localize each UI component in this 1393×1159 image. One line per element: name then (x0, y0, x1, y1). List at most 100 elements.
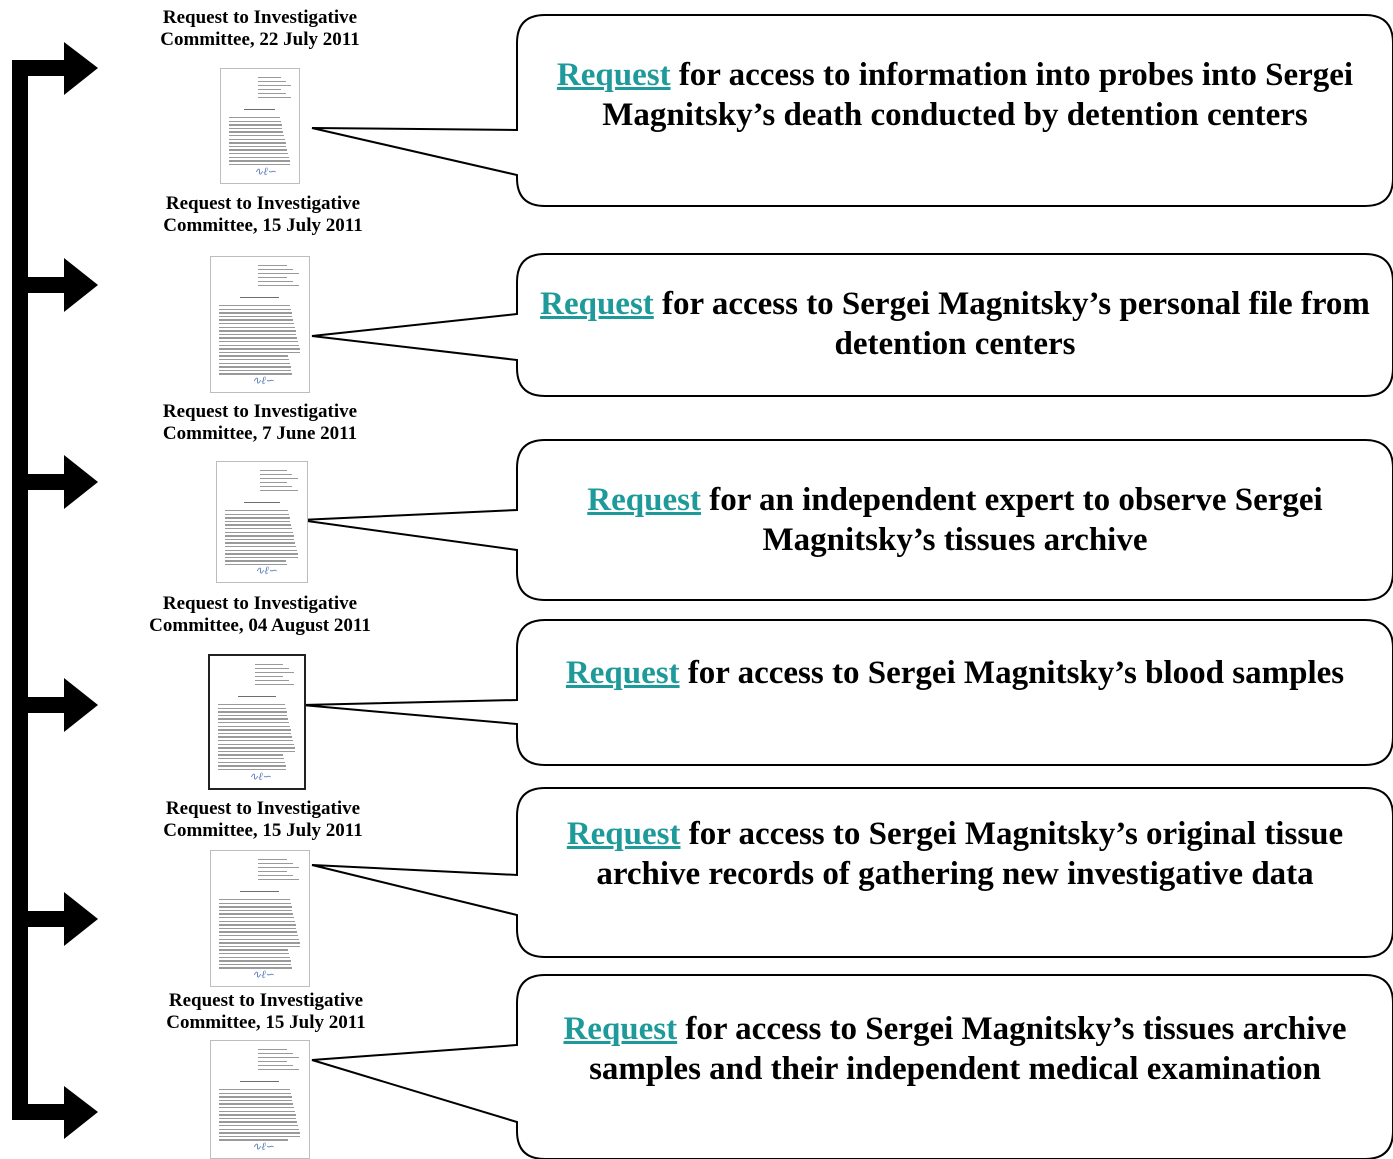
document-text-line (219, 963, 292, 966)
document-text-line (219, 899, 290, 901)
document-text-line (225, 520, 291, 523)
document-text-line (258, 281, 293, 283)
document-text-line (218, 729, 291, 731)
document-text-line (225, 510, 288, 512)
document-text-line (219, 906, 292, 908)
document-text-line (218, 765, 286, 767)
request-label-line2: Committee, 04 August 2011 (149, 615, 371, 636)
document-text-line (218, 740, 293, 742)
document-text-line (258, 285, 299, 287)
document-text-line (258, 273, 299, 275)
document-text-line (219, 1099, 293, 1102)
document-text-line (258, 77, 281, 79)
document-thumbnail[interactable]: ∿ℓ∽ (210, 1040, 310, 1159)
document-text-line (219, 366, 291, 368)
request-label: Request to Investigative Committee, 15 J… (113, 193, 413, 237)
request-label-line2: Committee, 15 July 2011 (163, 820, 363, 841)
document-text-line (258, 1057, 299, 1059)
document-text-line (258, 265, 287, 267)
request-link[interactable]: Request (566, 816, 681, 852)
arrow-3 (12, 455, 98, 509)
document-text-line (218, 711, 287, 713)
document-text-line (229, 124, 282, 126)
document-text-line (219, 1139, 289, 1141)
document-text-line (258, 871, 287, 873)
document-text-line (219, 920, 295, 922)
document-text-line (219, 323, 294, 325)
document-text-line (219, 935, 298, 937)
document-text-line (219, 1107, 294, 1109)
document-text-line (219, 351, 301, 354)
document-text-line (260, 478, 298, 480)
request-link[interactable]: Request (556, 57, 671, 93)
document-text-line (225, 564, 287, 566)
request-label-line1: Request to Investigative (162, 401, 358, 422)
document-text-line (258, 1049, 287, 1051)
document-text-line (219, 1128, 299, 1130)
document-text-line (229, 145, 287, 148)
document-text-line (258, 1065, 293, 1067)
document-text-line (225, 528, 292, 530)
document-text-line (229, 163, 291, 166)
document-text-line (219, 945, 301, 948)
document-thumbnail[interactable]: ∿ℓ∽ (220, 68, 300, 184)
request-link[interactable]: Request (540, 286, 654, 322)
request-label-line2: Committee, 15 July 2011 (163, 215, 363, 236)
document-text-line (219, 341, 298, 343)
document-text-line (225, 538, 295, 541)
request-label-line1: Request to Investigative (165, 193, 361, 214)
callout-4 (301, 619, 1393, 766)
callout-text: Request for an independent expert to obs… (515, 480, 1393, 560)
document-text-line (219, 326, 295, 328)
document-text-line (258, 875, 293, 877)
document-text-line (219, 337, 298, 339)
document-text-line (218, 754, 284, 756)
document-text-line (219, 967, 293, 969)
signature-icon: ∿ℓ∽ (252, 374, 276, 387)
signature-icon: ∿ℓ∽ (252, 1140, 276, 1153)
request-label: Request to Investigative Committee, 04 A… (110, 593, 410, 637)
document-thumbnail[interactable]: ∿ℓ∽ (208, 654, 306, 790)
document-text-line (255, 680, 289, 682)
document-text-line (260, 490, 298, 492)
document-text-line (258, 859, 287, 861)
document-text-line (218, 714, 288, 717)
request-link[interactable]: Request (563, 1011, 678, 1047)
callout-1 (311, 14, 1393, 207)
document-text-line (218, 707, 286, 709)
document-text-line (260, 486, 292, 488)
document-text-line (219, 315, 293, 318)
document-text-line (258, 85, 291, 87)
document-text-line (219, 909, 293, 912)
document-title-line (238, 696, 276, 698)
document-text-line (218, 747, 295, 749)
request-link[interactable]: Request (587, 482, 701, 518)
request-description: for access to Sergei Magnitsky’s origina… (596, 816, 1344, 892)
document-text-line (258, 1053, 293, 1055)
document-title-line (240, 297, 279, 299)
document-text-line (219, 1092, 291, 1094)
request-label-line1: Request to Investigative (165, 798, 361, 819)
callout-text: Request for access to information into p… (515, 55, 1393, 135)
document-text-line (219, 1110, 295, 1112)
signature-icon: ∿ℓ∽ (249, 770, 273, 783)
request-label: Request to Investigative Committee, 15 J… (116, 990, 416, 1034)
document-text-line (225, 546, 296, 548)
document-text-line (260, 474, 292, 476)
document-text-line (219, 924, 296, 926)
callout-5 (311, 787, 1393, 958)
document-thumbnail[interactable]: ∿ℓ∽ (216, 461, 308, 583)
document-text-line (218, 718, 289, 720)
document-text-line (229, 120, 281, 122)
document-text-line (219, 312, 292, 314)
request-label: Request to Investigative Committee, 15 J… (113, 798, 413, 842)
document-thumbnail[interactable]: ∿ℓ∽ (210, 256, 310, 393)
document-text-line (219, 330, 296, 332)
request-label-line1: Request to Investigative (162, 7, 358, 28)
request-label-line1: Request to Investigative (168, 990, 364, 1011)
document-text-line (229, 153, 288, 155)
document-text-line (219, 902, 291, 904)
document-thumbnail[interactable]: ∿ℓ∽ (210, 850, 310, 987)
request-link[interactable]: Request (565, 655, 680, 691)
